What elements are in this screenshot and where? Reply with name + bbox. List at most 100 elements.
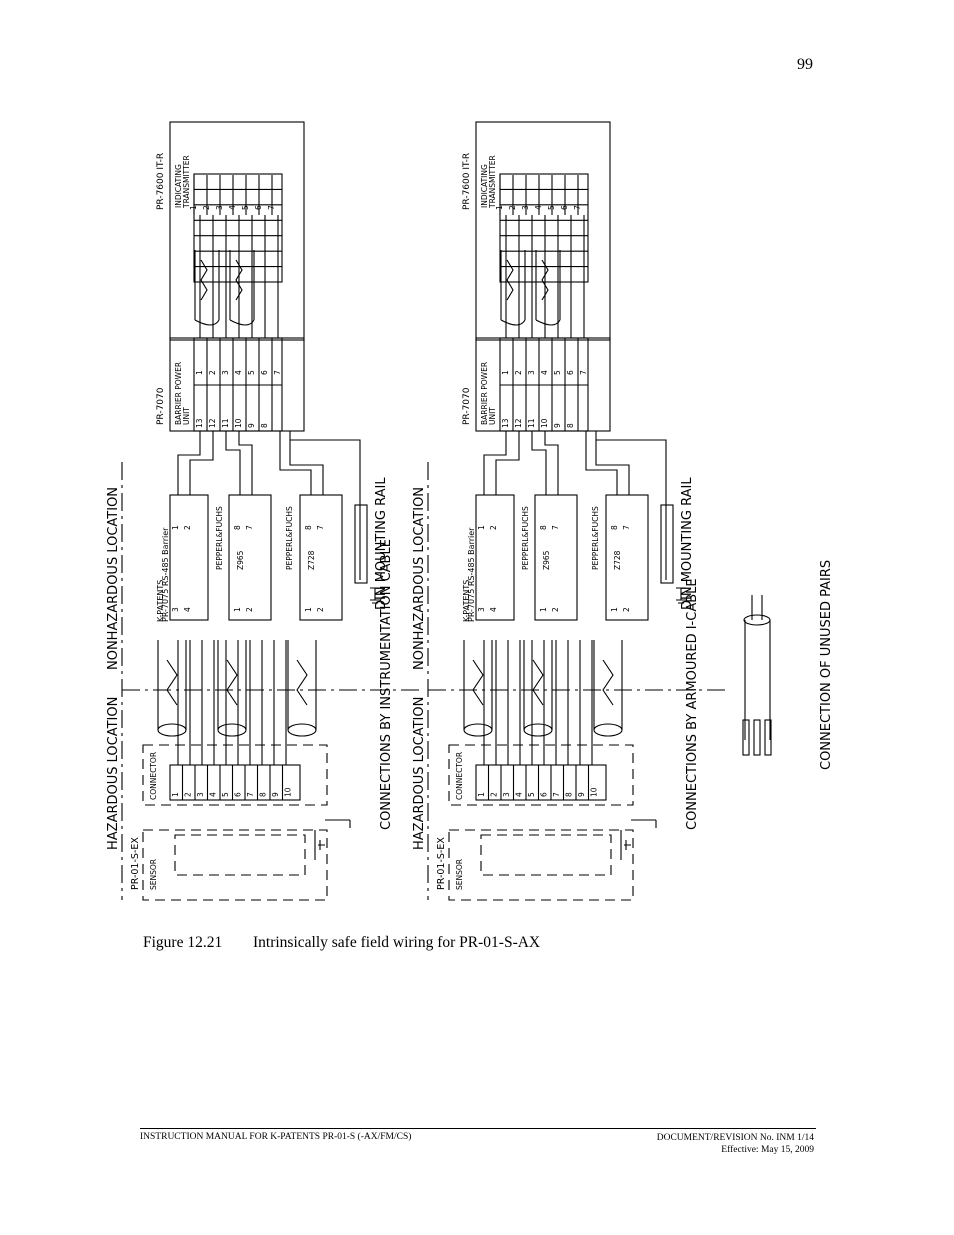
connector-terminal-number: 8	[259, 792, 268, 797]
cable-sheath	[535, 250, 561, 320]
cable-twist	[296, 659, 308, 706]
page-number: 99	[797, 56, 813, 73]
cable-sheath	[194, 250, 220, 320]
sensor-model-label: PR-01-S-EX	[436, 837, 447, 890]
connector-housing	[142, 744, 328, 806]
cable-twist	[235, 259, 243, 301]
cable-twist	[226, 659, 238, 706]
z965-model: Z965	[542, 550, 551, 570]
power-unit-label: BARRIER POWER	[174, 362, 183, 425]
transmitter-model-label: PR-7600 IT-R	[462, 153, 472, 210]
z728-output-terminal: 7	[316, 525, 325, 530]
unused-pairs-label: CONNECTION OF UNUSED PAIRS	[819, 560, 834, 770]
power-unit-left-terminal: 8	[260, 423, 269, 428]
z965-model: Z965	[236, 550, 245, 570]
z965-output-terminal: 8	[233, 525, 242, 530]
unused-wire-end	[753, 719, 761, 756]
transmitter-terminal-block	[193, 173, 283, 283]
z728-manufacturer: PEPPERL&FUCHS	[591, 506, 600, 570]
connector-terminal-number: 4	[515, 792, 524, 797]
connector-terminal-number: 2	[184, 792, 193, 797]
connector-label: CONNECTOR	[455, 752, 464, 800]
rs485-barrier-manufacturer: K-PATENTS	[156, 580, 165, 622]
connector-terminal-block	[475, 764, 607, 801]
cable-screen	[500, 319, 526, 326]
rs485-barrier-input-terminal: 3	[171, 607, 180, 612]
cable-twist	[532, 659, 544, 706]
wire	[279, 431, 312, 495]
power-unit-label: UNIT	[488, 407, 497, 425]
wire	[238, 431, 253, 495]
ground-icon	[620, 819, 657, 860]
cable-end	[743, 614, 771, 626]
footer-effective-date: Effective: May 15, 2009	[721, 1145, 814, 1155]
cable-screen	[229, 319, 255, 326]
rs485-barrier-output-terminal: 2	[489, 525, 498, 530]
power-unit-right-terminal: 4	[540, 370, 549, 375]
connector-terminal-number: 7	[552, 792, 561, 797]
transmitter-box	[169, 121, 305, 341]
rs485-barrier-box	[475, 494, 515, 621]
cable-sheath	[500, 250, 526, 320]
z965-output-terminal: 8	[539, 525, 548, 530]
figure-title: Intrinsically safe field wiring for PR-0…	[253, 934, 541, 951]
sensor-body	[480, 834, 612, 876]
wire	[544, 431, 559, 495]
power-unit-left-terminal: 13	[195, 418, 204, 428]
z728-output-terminal: 7	[622, 525, 631, 530]
z728-box	[605, 494, 649, 621]
power-unit-right-terminal: 5	[247, 370, 256, 375]
z965-input-terminal: 2	[551, 607, 560, 612]
power-unit-right-terminal: 1	[501, 370, 510, 375]
connector-terminal-number: 1	[171, 792, 180, 797]
unused-wire-end	[742, 719, 750, 756]
connection-method-label: CONNECTIONS BY INSTRUMENTATION CABLE	[379, 539, 394, 830]
z728-output-terminal: 8	[304, 525, 313, 530]
z965-input-terminal: 1	[539, 607, 548, 612]
field-cable-sheath	[593, 640, 623, 730]
field-cable-sheath	[523, 640, 553, 730]
field-cable-sheath	[157, 640, 187, 730]
sensor-housing	[448, 829, 634, 901]
cable-end	[463, 723, 493, 737]
cable-twist	[541, 259, 549, 301]
wire	[225, 431, 241, 495]
sensor-label: SENSOR	[455, 859, 464, 890]
connector-terminal-number: 6	[234, 792, 243, 797]
din-rail-label: DIN MOUNTING RAIL	[374, 477, 389, 610]
din-mounting-rail	[354, 504, 368, 584]
z965-manufacturer: PEPPERL&FUCHS	[215, 506, 224, 570]
z728-manufacturer: PEPPERL&FUCHS	[285, 506, 294, 570]
connector-terminal-number: 5	[527, 792, 536, 797]
rs485-barrier-input-terminal: 4	[183, 607, 192, 612]
power-unit-left-terminal: 9	[247, 423, 256, 428]
transmitter-terminal-block	[499, 173, 589, 283]
transmitter-label: INDICATING	[174, 164, 183, 208]
cable-end	[523, 723, 553, 737]
cable-screen	[194, 319, 220, 326]
footer-manual-title: INSTRUCTION MANUAL FOR K-PATENTS PR-01-S…	[140, 1132, 412, 1142]
ground-icon	[314, 819, 351, 860]
footer-rule	[140, 1128, 816, 1129]
wire	[483, 431, 507, 495]
sensor-body	[174, 834, 306, 876]
hazardous-location-label: HAZARDOUS LOCATION	[412, 697, 427, 850]
din-rail-label: DIN MOUNTING RAIL	[680, 477, 695, 610]
connector-terminal-number: 5	[221, 792, 230, 797]
wire	[189, 431, 214, 495]
rs485-barrier-manufacturer: K-PATENTS	[462, 580, 471, 622]
footer-revision: DOCUMENT/REVISION No. INM 1/14	[656, 1133, 814, 1143]
cable-sheath	[229, 250, 255, 320]
transmitter-label: INDICATING	[480, 164, 489, 208]
z728-input-terminal: 2	[622, 607, 631, 612]
connector-terminal-number: 3	[502, 792, 511, 797]
connector-terminal-block	[169, 764, 301, 801]
unused-wire-end	[764, 719, 772, 756]
connection-method-label: CONNECTIONS BY ARMOURED I-CABLE	[685, 578, 700, 830]
connector-terminal-number: 4	[209, 792, 218, 797]
power-unit-right-terminal: 3	[221, 370, 230, 375]
z965-box	[534, 494, 578, 621]
power-unit-left-terminal: 10	[540, 418, 549, 428]
